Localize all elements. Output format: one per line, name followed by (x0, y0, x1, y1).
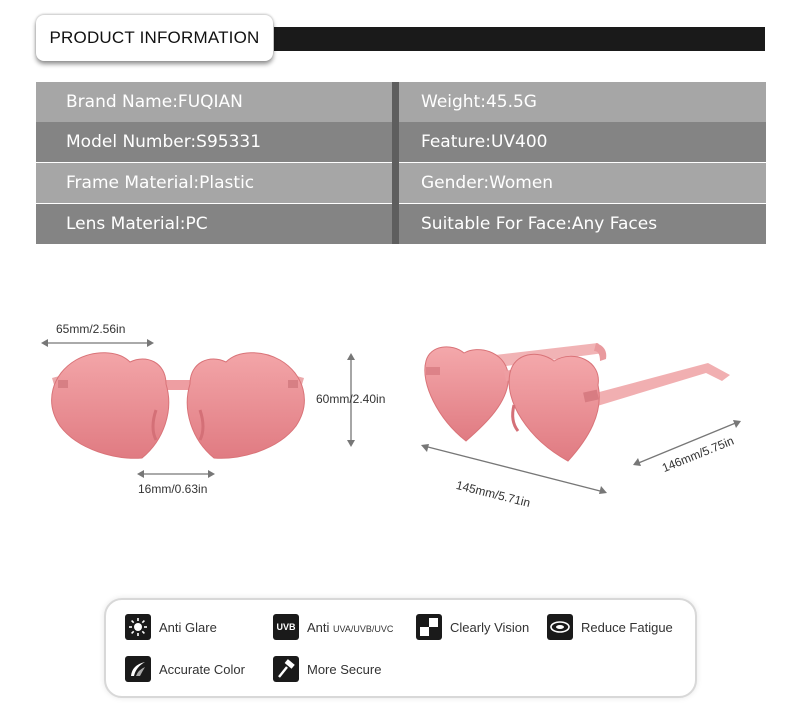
feature-label: Clearly Vision (450, 619, 530, 635)
spec-feature: Feature:UV400 (399, 122, 766, 162)
spec-frame-material: Frame Material:Plastic (36, 163, 392, 203)
spec-table: Brand Name:FUQIAN Weight:45.5G Model Num… (36, 82, 766, 244)
feature-anti-uv: UVB Anti UVA/UVB/UVC (273, 614, 393, 640)
glasses-front-view (51, 352, 305, 459)
header-tab: PRODUCT INFORMATION (36, 15, 273, 61)
spec-brand-name: Brand Name:FUQIAN (36, 82, 392, 122)
header-bar (274, 27, 765, 51)
feature-anti-glare: Anti Glare (125, 614, 217, 640)
lens-width-arrow (41, 339, 154, 347)
features-panel: Anti Glare UVB Anti UVA/UVB/UVC Clearly … (104, 598, 697, 698)
spec-row: Frame Material:Plastic Gender:Women (36, 163, 766, 203)
feature-label: Anti Glare (159, 619, 217, 635)
feature-more-secure: More Secure (273, 656, 381, 682)
hammer-icon (273, 656, 299, 682)
spec-row: Brand Name:FUQIAN Weight:45.5G (36, 82, 766, 122)
checker-icon (416, 614, 442, 640)
column-divider (392, 82, 399, 244)
feature-clearly-vision: Clearly Vision (416, 614, 529, 640)
uvb-icon: UVB (273, 614, 299, 640)
bridge-width-label: 16mm/0.63in (138, 482, 208, 496)
frame-width-arrow (421, 444, 607, 494)
glasses-side-view (424, 343, 730, 462)
spec-gender: Gender:Women (399, 163, 766, 203)
page-title: PRODUCT INFORMATION (49, 28, 260, 47)
feature-label: Accurate Color (159, 661, 245, 677)
color-swirl-icon (125, 656, 151, 682)
spec-lens-material: Lens Material:PC (36, 204, 392, 244)
feature-label-suffix: UVA/UVB/UVC (333, 623, 394, 634)
spec-weight: Weight:45.5G (399, 82, 766, 122)
feature-label: Anti UVA/UVB/UVC (307, 620, 393, 635)
feature-label-prefix: Anti (307, 619, 330, 635)
lens-height-arrow (347, 353, 355, 447)
bridge-width-arrow (137, 470, 215, 478)
eye-icon (547, 614, 573, 640)
sun-icon (125, 614, 151, 640)
spec-row: Model Number:S95331 Feature:UV400 (36, 122, 766, 162)
feature-label: More Secure (307, 661, 382, 677)
feature-reduce-fatigue: Reduce Fatigue (547, 614, 673, 640)
lens-width-label: 65mm/2.56in (56, 322, 126, 336)
spec-model-number: Model Number:S95331 (36, 122, 392, 162)
temple-length-arrow (633, 420, 741, 466)
feature-accurate-color: Accurate Color (125, 656, 245, 682)
uvb-badge-text: UVB (276, 622, 296, 632)
feature-label: Reduce Fatigue (581, 619, 673, 635)
lens-height-label: 60mm/2.40in (316, 392, 386, 406)
spec-row: Lens Material:PC Suitable For Face:Any F… (36, 204, 766, 244)
spec-face-shape: Suitable For Face:Any Faces (399, 204, 766, 244)
